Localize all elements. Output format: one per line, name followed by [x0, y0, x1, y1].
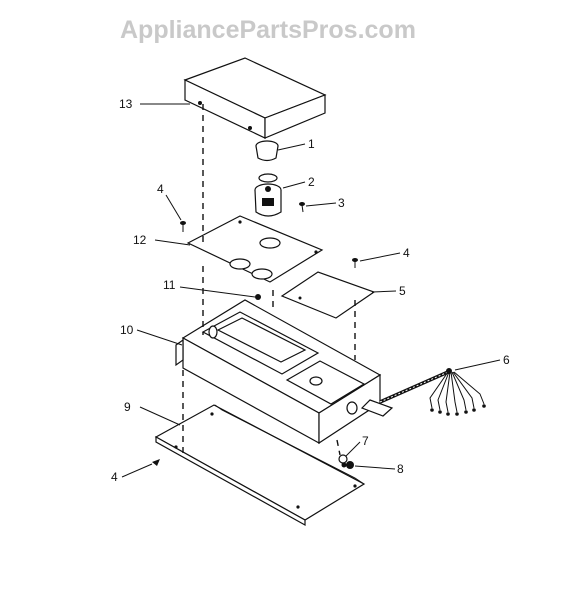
callout-4-right: 4: [403, 246, 410, 260]
part-2-switch: [254, 173, 282, 217]
part-4-screw-a: [180, 221, 186, 232]
part-8-clamp: [341, 461, 354, 469]
watermark: AppliancePartsPros.com: [120, 16, 416, 44]
part-3-screw: [299, 202, 305, 213]
callout-10: 10: [120, 323, 134, 337]
callout-4-bottom: 4: [111, 470, 118, 484]
callout-1: 1: [308, 137, 315, 151]
callout-13: 13: [119, 97, 133, 111]
callout-11: 11: [163, 278, 176, 292]
part-9-base-plate: [154, 404, 366, 527]
callout-6: 6: [503, 353, 510, 367]
callout-labels: 13 1 2 3 4 12 4 5 11 10 6 9 7 8 4: [111, 97, 510, 484]
part-5-plate: [280, 271, 376, 319]
part-1-knob: [255, 140, 279, 162]
callout-2: 2: [308, 175, 315, 189]
callout-9: 9: [124, 400, 131, 414]
part-4-screw-c: [152, 459, 160, 466]
part-12-plate: [186, 215, 324, 283]
leader-lines: [121, 103, 501, 478]
alignment-lines: [182, 104, 356, 456]
callout-3: 3: [338, 196, 345, 210]
callout-5: 5: [399, 284, 406, 298]
part-13-cover: [183, 57, 327, 139]
callout-12: 12: [133, 233, 147, 247]
part-10-housing: [175, 299, 394, 445]
callout-8: 8: [397, 462, 404, 476]
part-11-fastener: [255, 294, 261, 300]
callout-7: 7: [362, 434, 369, 448]
part-4-screw-b: [352, 258, 358, 268]
part-6-wire-harness: [379, 368, 486, 416]
callout-4-top: 4: [157, 182, 164, 196]
part-7-grommet: [338, 454, 348, 464]
